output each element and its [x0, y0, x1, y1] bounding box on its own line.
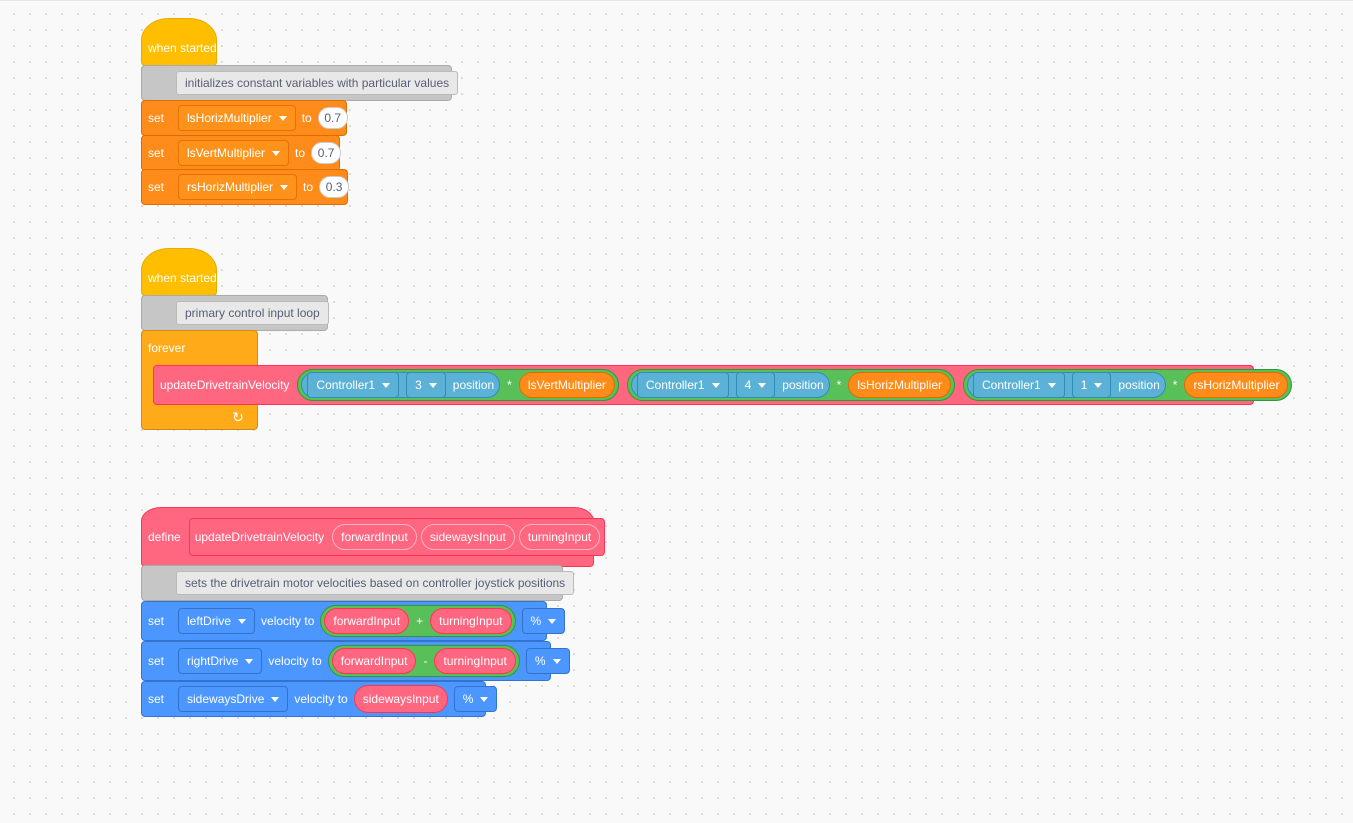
comment-text[interactable]: sets the drivetrain motor velocities bas… — [176, 571, 575, 595]
param-reporter[interactable]: turningInput — [430, 608, 512, 634]
set-label: set — [148, 654, 165, 668]
param-reporter[interactable]: forwardInput — [332, 524, 417, 550]
set-label: set — [148, 111, 165, 125]
add-operator[interactable]: forwardInput + turningInput — [320, 605, 516, 637]
motor-dropdown[interactable]: sidewaysDrive — [178, 686, 289, 712]
loop-arrow-icon: ↻ — [232, 408, 244, 425]
call-update-drivetrain-block[interactable]: updateDrivetrainVelocity Controller1 3 p… — [153, 365, 1293, 405]
chevron-down-icon — [238, 618, 247, 624]
set-motor-velocity-block[interactable]: set sidewaysDrive velocity to sidewaysIn… — [141, 681, 498, 717]
set-variable-block[interactable]: set lsHorizMultiplier to 0.7 — [141, 100, 348, 136]
unit-dropdown[interactable]: % — [453, 686, 498, 712]
operator-symbol: * — [1172, 378, 1178, 392]
motor-dropdown[interactable]: rightDrive — [178, 648, 263, 674]
set-label: set — [148, 614, 165, 628]
set-label: set — [148, 180, 165, 194]
multiply-operator[interactable]: Controller1 1 position * rsHorizMultipli… — [963, 369, 1293, 401]
param-reporter[interactable]: turningInput — [518, 524, 601, 550]
operator-symbol: - — [423, 654, 428, 668]
to-label: to — [303, 180, 314, 194]
set-label: set — [148, 146, 165, 160]
when-started-hat-2[interactable]: when started — [141, 248, 217, 296]
chevron-down-icon — [1047, 382, 1056, 388]
operator-symbol: + — [416, 614, 424, 628]
variable-dropdown[interactable]: rsHorizMultiplier — [178, 174, 298, 200]
to-label: to — [295, 146, 306, 160]
unit-dropdown[interactable]: % — [521, 608, 566, 634]
procedure-name: updateDrivetrainVelocity — [194, 530, 325, 544]
chevron-down-icon — [272, 150, 281, 156]
chevron-down-icon — [382, 382, 391, 388]
variable-dropdown[interactable]: lsHorizMultiplier — [178, 105, 296, 131]
position-label: position — [452, 378, 495, 392]
set-variable-block[interactable]: set lsVertMultiplier to 0.7 — [141, 135, 342, 171]
controller-position-reporter[interactable]: Controller1 1 position — [967, 372, 1166, 398]
chevron-down-icon — [280, 184, 289, 190]
axis-dropdown[interactable]: 3 — [406, 372, 446, 398]
comment-text[interactable]: initializes constant variables with part… — [176, 71, 459, 95]
chevron-down-icon — [271, 696, 280, 702]
param-reporter[interactable]: sidewaysInput — [353, 685, 448, 713]
comment-block-3[interactable]: sets the drivetrain motor velocities bas… — [141, 565, 575, 601]
chevron-down-icon — [245, 658, 254, 664]
operator-symbol: * — [507, 378, 512, 392]
controller-position-reporter[interactable]: Controller1 4 position — [630, 372, 830, 398]
comment-block-2[interactable]: primary control input loop — [141, 295, 329, 331]
when-started-hat-1[interactable]: when started — [141, 18, 217, 66]
position-label: position — [782, 378, 824, 392]
set-motor-velocity-block[interactable]: set rightDrive velocity to forwardInput … — [141, 641, 570, 681]
controller-dropdown[interactable]: Controller1 — [636, 372, 729, 398]
value-input[interactable]: 0.7 — [311, 142, 342, 164]
call-name: updateDrivetrainVelocity — [160, 378, 290, 392]
set-variable-block[interactable]: set rsHorizMultiplier to 0.3 — [141, 169, 350, 205]
controller-dropdown[interactable]: Controller1 — [973, 372, 1065, 398]
controller-position-reporter[interactable]: Controller1 3 position — [301, 372, 501, 398]
multiply-operator[interactable]: Controller1 4 position * lsHorizMultipli… — [626, 369, 955, 401]
variable-dropdown[interactable]: lsVertMultiplier — [178, 140, 290, 166]
define-block[interactable]: define updateDrivetrainVelocity forwardI… — [141, 507, 606, 567]
velocity-to-label: velocity to — [261, 614, 315, 628]
forever-label: forever — [148, 341, 186, 355]
comment-block-1[interactable]: initializes constant variables with part… — [141, 65, 459, 101]
variable-reporter[interactable]: rsHorizMultiplier — [1184, 372, 1289, 398]
unit-dropdown[interactable]: % — [525, 648, 570, 674]
variable-reporter[interactable]: lsVertMultiplier — [518, 372, 615, 398]
controller-dropdown[interactable]: Controller1 — [307, 372, 400, 398]
chevron-down-icon — [1094, 382, 1103, 388]
subtract-operator[interactable]: forwardInput - turningInput — [327, 645, 520, 677]
param-reporter[interactable]: forwardInput — [324, 608, 410, 634]
param-reporter[interactable]: sidewaysInput — [420, 524, 515, 550]
position-label: position — [1118, 378, 1160, 392]
multiply-operator[interactable]: Controller1 3 position * lsVertMultiplie… — [297, 369, 619, 401]
comment-text[interactable]: primary control input loop — [176, 301, 329, 325]
velocity-to-label: velocity to — [294, 692, 348, 706]
chevron-down-icon — [278, 115, 287, 121]
hat-label: when started — [148, 41, 217, 55]
chevron-down-icon — [548, 618, 557, 624]
hat-label: when started — [148, 271, 217, 285]
velocity-to-label: velocity to — [268, 654, 322, 668]
chevron-down-icon — [711, 382, 720, 388]
chevron-down-icon — [758, 382, 767, 388]
procedure-prototype[interactable]: updateDrivetrainVelocity forwardInput si… — [188, 518, 606, 556]
chevron-down-icon — [428, 382, 437, 388]
define-label: define — [148, 530, 181, 544]
chevron-down-icon — [480, 696, 489, 702]
set-label: set — [148, 692, 165, 706]
variable-reporter[interactable]: lsHorizMultiplier — [848, 372, 951, 398]
axis-dropdown[interactable]: 4 — [735, 372, 776, 398]
motor-dropdown[interactable]: leftDrive — [178, 608, 256, 634]
operator-symbol: * — [836, 378, 842, 392]
value-input[interactable]: 0.7 — [317, 107, 348, 129]
param-reporter[interactable]: forwardInput — [331, 648, 417, 674]
to-label: to — [301, 111, 312, 125]
param-reporter[interactable]: turningInput — [434, 648, 516, 674]
chevron-down-icon — [552, 658, 561, 664]
value-input[interactable]: 0.3 — [319, 176, 350, 198]
set-motor-velocity-block[interactable]: set leftDrive velocity to forwardInput +… — [141, 601, 566, 641]
axis-dropdown[interactable]: 1 — [1071, 372, 1112, 398]
